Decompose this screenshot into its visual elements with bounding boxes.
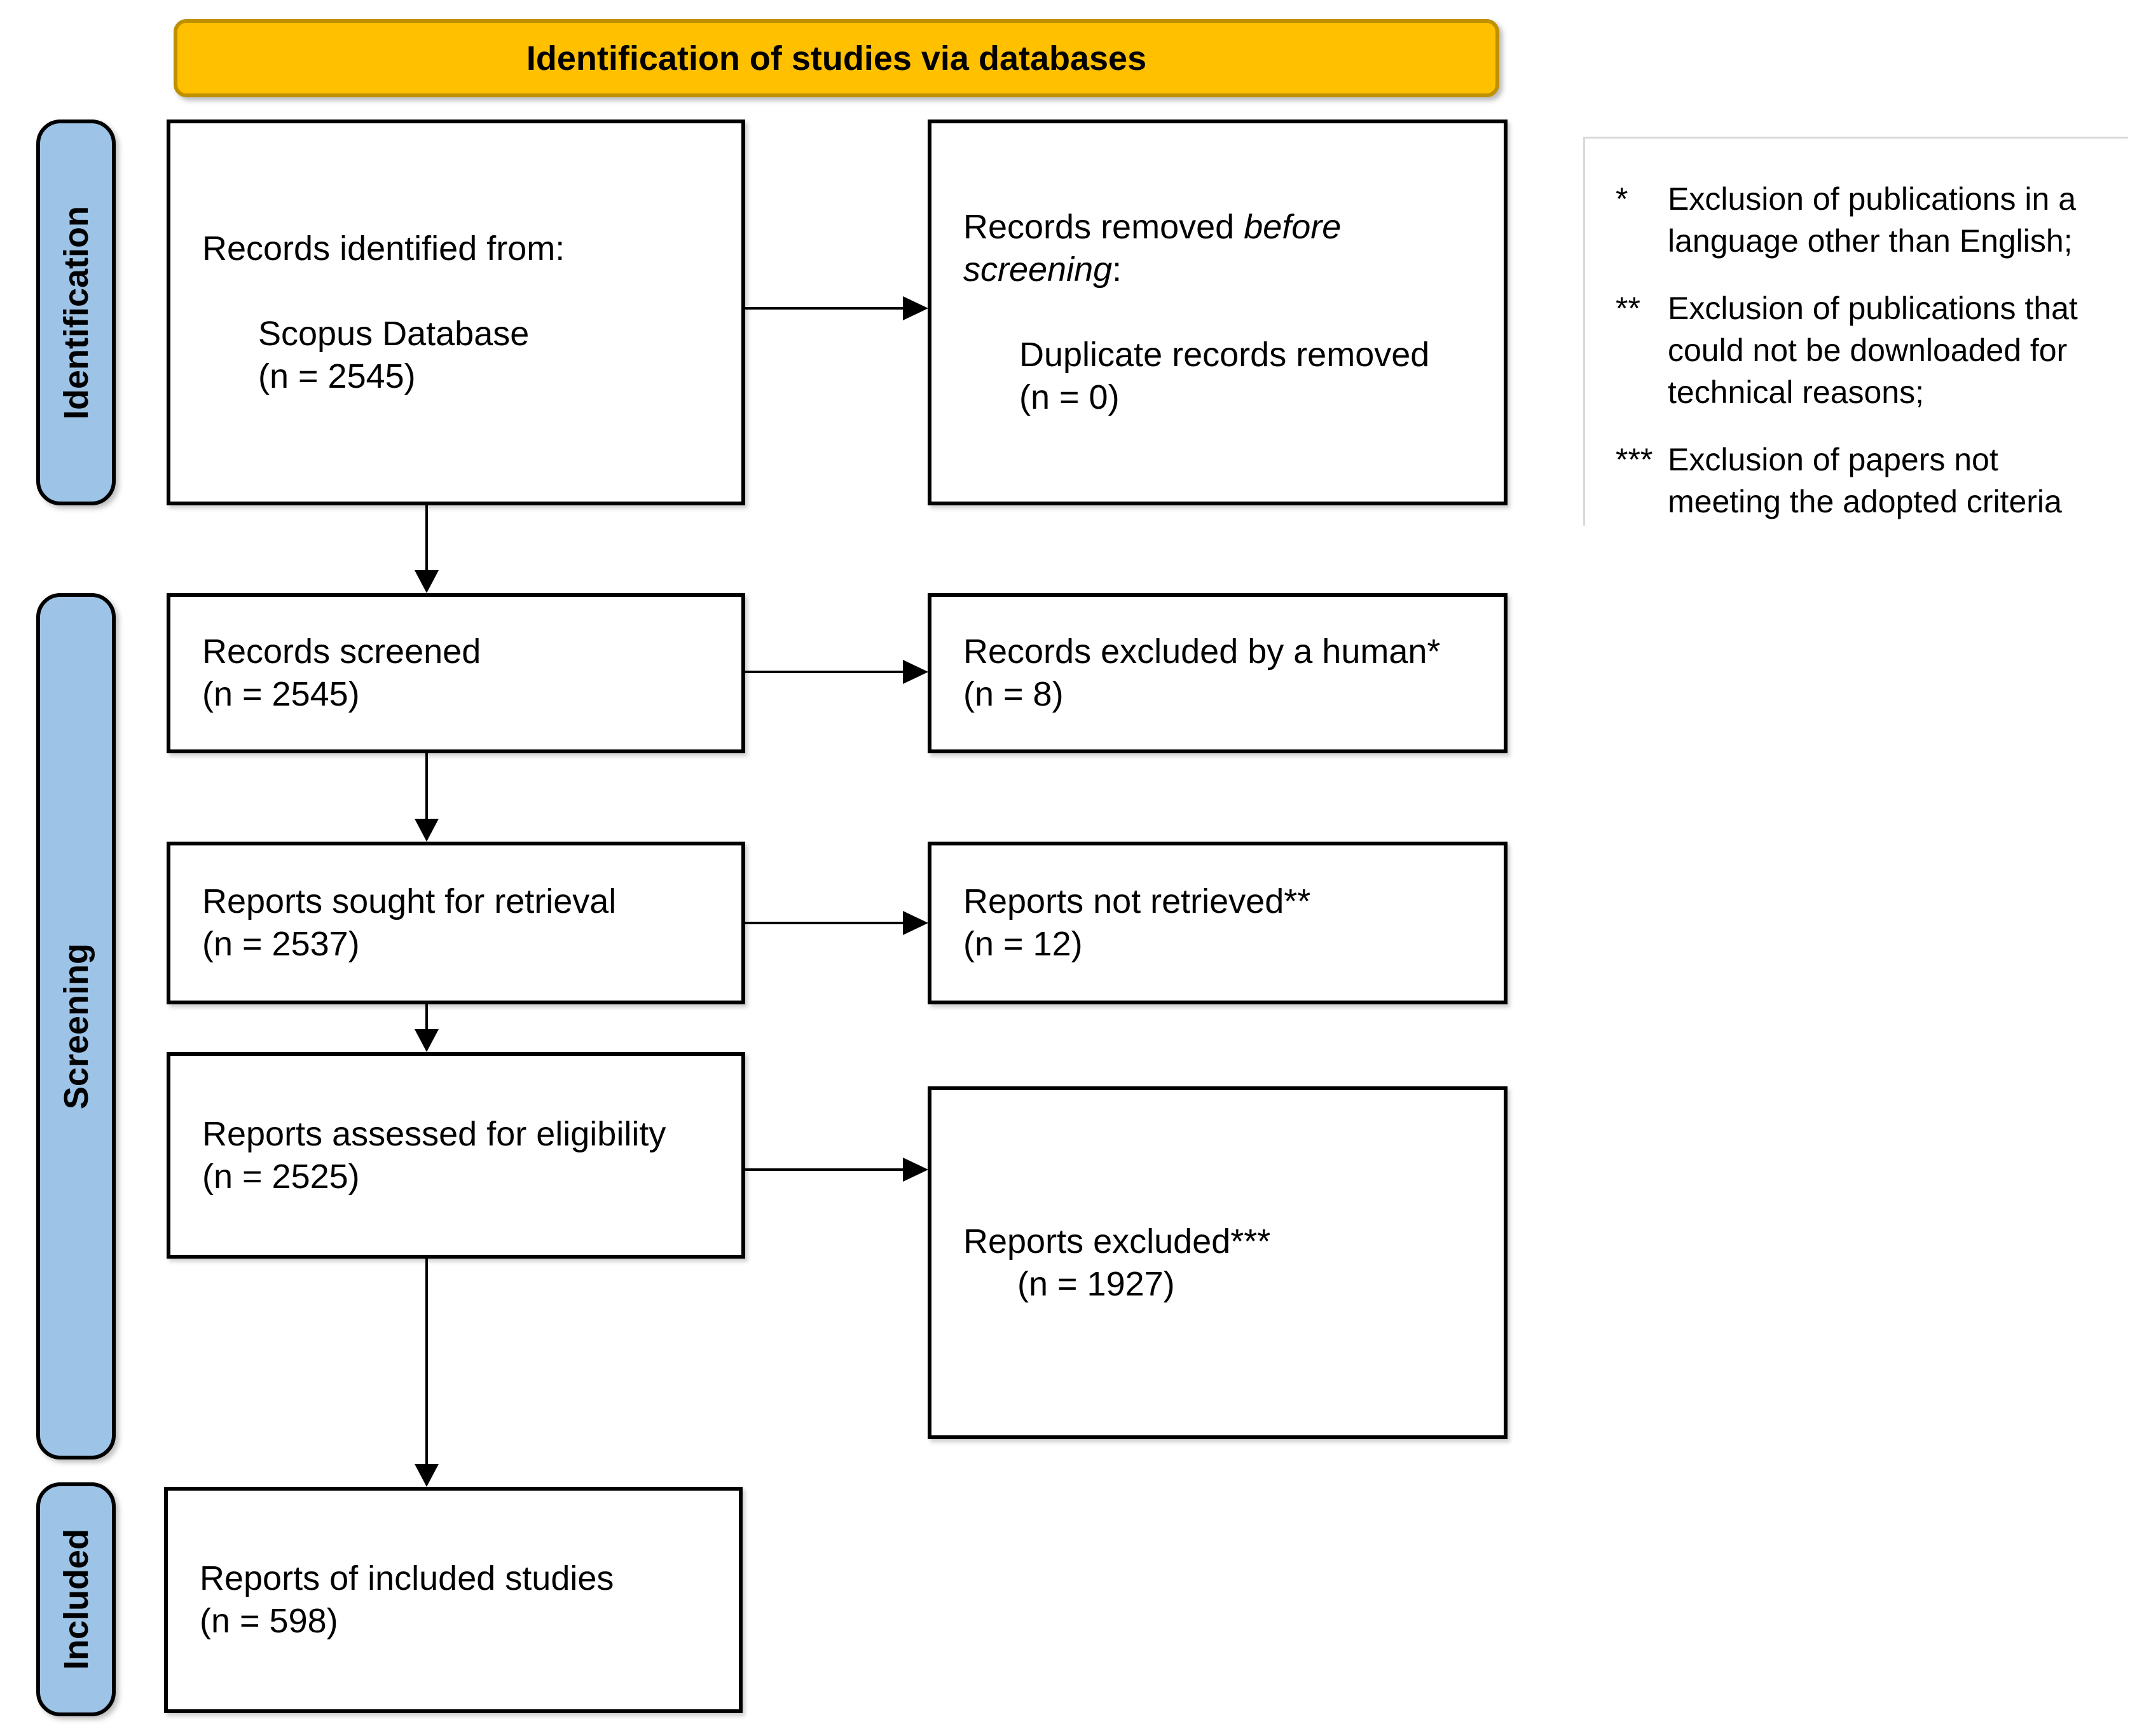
box-records-excluded-by-human: Records excluded by a human* (n = 8): [928, 593, 1508, 753]
arrow-identified-to-screened-line: [425, 505, 428, 570]
arrow-sought-to-not-retrieved-line: [744, 922, 903, 924]
stage-label-identification: Identification: [36, 120, 116, 505]
arrow-identified-to-screened-head-icon: [415, 570, 439, 593]
box-records-identified: Records identified from: Scopus Database…: [167, 120, 745, 505]
box-reports-of-included-studies-title: Reports of included studies: [200, 1559, 614, 1597]
box-records-removed-title: Records removed before screening:: [963, 206, 1472, 291]
box-records-removed-count: (n = 0): [1019, 378, 1120, 416]
footnote-item: * Exclusion of publications in a languag…: [1616, 178, 2128, 262]
box-records-identified-source: Scopus Database: [258, 314, 530, 353]
box-reports-excluded: Reports excluded*** (n = 1927): [928, 1086, 1508, 1439]
footnote-item: ** Exclusion of publications that could …: [1616, 287, 2128, 413]
box-records-removed-reason: Duplicate records removed: [1019, 336, 1430, 374]
box-records-excluded-by-human-title: Records excluded by a human*: [963, 632, 1441, 671]
box-records-excluded-by-human-count: (n = 8): [963, 675, 1064, 713]
box-reports-sought: Reports sought for retrieval (n = 2537): [167, 842, 745, 1004]
box-reports-excluded-title: Reports excluded***: [963, 1222, 1271, 1261]
footnote-marker: ***: [1616, 442, 1653, 477]
box-reports-assessed-count: (n = 2525): [202, 1157, 360, 1196]
box-records-removed-title-suffix: :: [1112, 250, 1122, 289]
box-reports-sought-title: Reports sought for retrieval: [202, 882, 617, 920]
box-reports-not-retrieved-title: Reports not retrieved**: [963, 882, 1311, 920]
arrow-assessed-to-included-head-icon: [415, 1464, 439, 1487]
footnotes-panel: * Exclusion of publications in a languag…: [1583, 137, 2128, 526]
arrow-sought-to-not-retrieved-head-icon: [903, 911, 928, 935]
box-records-identified-count: (n = 2545): [258, 357, 416, 395]
arrow-sought-to-assessed-head-icon: [415, 1029, 439, 1052]
arrow-screened-to-sought-head-icon: [415, 819, 439, 842]
box-reports-not-retrieved: Reports not retrieved** (n = 12): [928, 842, 1508, 1004]
box-reports-of-included-studies-count: (n = 598): [200, 1602, 338, 1640]
box-reports-assessed-title: Reports assessed for eligibility: [202, 1114, 666, 1153]
banner: Identification of studies via databases: [174, 19, 1499, 97]
box-reports-excluded-count: (n = 1927): [1017, 1264, 1175, 1303]
box-reports-sought-count: (n = 2537): [202, 925, 360, 963]
banner-label: Identification of studies via databases: [526, 39, 1147, 78]
stage-label-screening-text: Screening: [57, 943, 95, 1110]
footnote-marker: *: [1616, 181, 1628, 217]
box-records-screened: Records screened (n = 2545): [167, 593, 745, 753]
footnote-marker: **: [1616, 290, 1640, 326]
stage-label-included-text: Included: [57, 1528, 95, 1670]
box-reports-of-included-studies: Reports of included studies (n = 598): [164, 1487, 743, 1713]
stage-label-identification-text: Identification: [57, 205, 95, 420]
box-records-removed: Records removed before screening: Duplic…: [928, 120, 1508, 505]
arrow-identified-to-removed-head-icon: [903, 296, 928, 320]
box-reports-assessed: Reports assessed for eligibility (n = 25…: [167, 1052, 745, 1259]
footnote-item: *** Exclusion of papers not meeting the …: [1616, 439, 2128, 523]
box-records-removed-title-italic: before screening: [963, 208, 1342, 289]
arrow-identified-to-removed-line: [744, 307, 903, 310]
box-records-removed-title-prefix: Records removed: [963, 208, 1244, 246]
arrow-screened-to-excluded-head-icon: [903, 660, 928, 684]
arrow-sought-to-assessed-line: [425, 1003, 428, 1030]
arrow-screened-to-excluded-line: [744, 671, 903, 673]
arrow-screened-to-sought-line: [425, 752, 428, 819]
box-records-identified-title: Records identified from:: [202, 229, 565, 268]
box-records-screened-title: Records screened: [202, 632, 481, 671]
footnote-text: Exclusion of publications that could not…: [1668, 290, 2078, 410]
box-reports-not-retrieved-count: (n = 12): [963, 925, 1083, 963]
footnote-text: Exclusion of publications in a language …: [1668, 181, 2077, 259]
arrow-assessed-to-excluded-line: [744, 1168, 903, 1171]
box-records-screened-count: (n = 2545): [202, 675, 360, 713]
arrow-assessed-to-excluded-head-icon: [903, 1158, 928, 1182]
stage-label-screening: Screening: [36, 593, 116, 1459]
footnote-text: Exclusion of papers not meeting the adop…: [1668, 442, 2062, 519]
stage-label-included: Included: [36, 1482, 116, 1716]
arrow-assessed-to-included-line: [425, 1257, 428, 1464]
